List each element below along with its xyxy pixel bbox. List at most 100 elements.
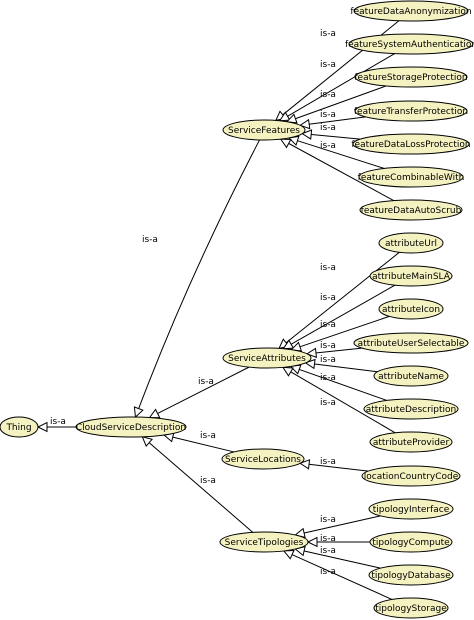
isa-edge-feature-transfer-protection: is-a	[299, 90, 366, 130]
arrowhead	[304, 358, 316, 370]
node-label: featureDataAutoScrub	[361, 206, 462, 216]
node-label: ServiceLocations	[225, 455, 301, 465]
node-ellipse	[354, 66, 468, 88]
isa-edge-attribute-name: is-a	[304, 355, 378, 373]
node-ellipse	[363, 398, 459, 420]
node-attribute-url[interactable]: attributeUrl	[378, 232, 444, 254]
node-ellipse	[361, 465, 461, 487]
edge-line	[290, 365, 387, 401]
isa-label: is-a	[320, 567, 336, 577]
node-ellipse	[0, 416, 39, 438]
isa-label: is-a	[320, 534, 336, 544]
arrowhead	[148, 408, 161, 419]
node-attribute-provider[interactable]: attributeProvider	[369, 431, 453, 453]
node-label: ServiceFeatures	[228, 126, 300, 136]
isa-label: is-a	[320, 457, 336, 467]
node-label: attributeIcon	[382, 305, 440, 315]
isa-label: is-a	[320, 141, 336, 151]
node-location-country-code[interactable]: locationCountryCode	[361, 465, 461, 487]
edge-line	[283, 550, 393, 600]
node-label: attributeUserSelectable	[358, 339, 465, 349]
edge-line	[295, 515, 381, 536]
node-label: ServiceTipologies	[225, 538, 304, 548]
isa-edge-attribute-provider: is-a	[282, 366, 396, 434]
node-attribute-user-selectable[interactable]: attributeUserSelectable	[353, 332, 469, 354]
isa-label: is-a	[320, 546, 336, 556]
node-feature-storage-protection[interactable]: featureStorageProtection	[354, 66, 468, 88]
arrowhead	[282, 549, 295, 560]
node-label: tipologyInterface	[373, 505, 450, 515]
isa-edge-feature-data-loss-protection: is-a	[301, 110, 361, 140]
node-label: featureTransferProtection	[354, 107, 468, 117]
node-feature-combinable-with[interactable]: featureCombinableWith	[358, 166, 465, 188]
isa-label: is-a	[320, 355, 336, 365]
isa-edge-service-locations: is-a	[162, 431, 235, 453]
arrowhead	[279, 138, 292, 149]
node-ellipse	[348, 33, 474, 55]
edge-line	[305, 362, 378, 373]
node-ellipse	[373, 365, 449, 387]
node-ellipse	[359, 199, 463, 221]
node-ellipse	[222, 119, 306, 141]
node-feature-transfer-protection[interactable]: featureTransferProtection	[354, 100, 468, 122]
isa-label: is-a	[200, 431, 216, 441]
arrowhead	[305, 347, 317, 359]
node-label: attributeMainSLA	[372, 272, 451, 282]
node-feature-data-loss-protection[interactable]: featureDataLossProtection	[351, 133, 471, 155]
isa-label: is-a	[320, 293, 336, 303]
isa-label: is-a	[320, 320, 336, 330]
node-thing[interactable]: Thing	[0, 416, 39, 438]
node-label: attributeDescription	[366, 405, 457, 415]
node-tipology-storage[interactable]: tipologyStorage	[373, 597, 449, 619]
node-service-features[interactable]: ServiceFeatures	[222, 119, 306, 141]
node-label: attributeProvider	[373, 438, 450, 448]
node-tipology-compute[interactable]: tipologyCompute	[369, 531, 453, 553]
node-ellipse	[378, 232, 444, 254]
node-label: tipologyDatabase	[371, 571, 451, 581]
node-service-locations[interactable]: ServiceLocations	[221, 448, 305, 470]
node-feature-system-authentication[interactable]: featureSystemAuthentication	[345, 33, 474, 55]
node-attribute-name[interactable]: attributeName	[373, 365, 449, 387]
node-attribute-main-sla[interactable]: attributeMainSLA	[369, 265, 453, 287]
arrowhead	[141, 436, 153, 448]
node-feature-data-auto-scrub[interactable]: featureDataAutoScrub	[359, 199, 463, 221]
node-tipology-database[interactable]: tipologyDatabase	[368, 564, 454, 586]
node-attribute-icon[interactable]: attributeIcon	[378, 298, 444, 320]
isa-edge-tipology-interface: is-a	[294, 515, 381, 539]
isa-label: is-a	[320, 60, 336, 70]
node-cloud-service-description[interactable]: CloudServiceDescription	[75, 416, 187, 438]
isa-label: is-a	[142, 235, 158, 245]
edge-line	[278, 251, 400, 349]
isa-label: is-a	[320, 90, 336, 100]
edge-line	[149, 366, 250, 419]
node-attribute-description[interactable]: attributeDescription	[363, 398, 459, 420]
node-ellipse	[373, 597, 449, 619]
edge-line	[134, 139, 260, 418]
isa-label: is-a	[320, 263, 336, 273]
arrowhead	[278, 111, 291, 122]
isa-edge-feature-data-auto-scrub: is-a	[279, 138, 394, 202]
isa-label: is-a	[320, 341, 336, 351]
isa-edge-tipology-compute: is-a	[306, 534, 371, 548]
isa-edge-location-country-code: is-a	[298, 457, 369, 472]
isa-label: is-a	[320, 123, 336, 133]
isa-edge-tipology-database: is-a	[294, 545, 381, 569]
node-label: featureDataAnonymization	[350, 7, 471, 17]
isa-edge-service-attributes: is-a	[148, 366, 250, 419]
isa-label: is-a	[320, 29, 336, 39]
arrowhead	[298, 459, 311, 470]
node-service-attributes[interactable]: ServiceAttributes	[222, 347, 312, 369]
arrowhead	[282, 366, 294, 377]
arrowhead	[36, 421, 48, 433]
node-ellipse	[353, 0, 469, 22]
isa-label: is-a	[320, 110, 336, 120]
edge-line	[280, 138, 394, 202]
node-service-tipologies[interactable]: ServiceTipologies	[219, 531, 309, 553]
node-tipology-interface[interactable]: tipologyInterface	[368, 498, 454, 520]
isa-label: is-a	[320, 373, 336, 383]
arrowhead	[306, 536, 318, 548]
arrowhead	[282, 339, 295, 350]
node-feature-data-anonymization[interactable]: featureDataAnonymization	[350, 0, 472, 22]
arrowhead	[299, 118, 311, 130]
